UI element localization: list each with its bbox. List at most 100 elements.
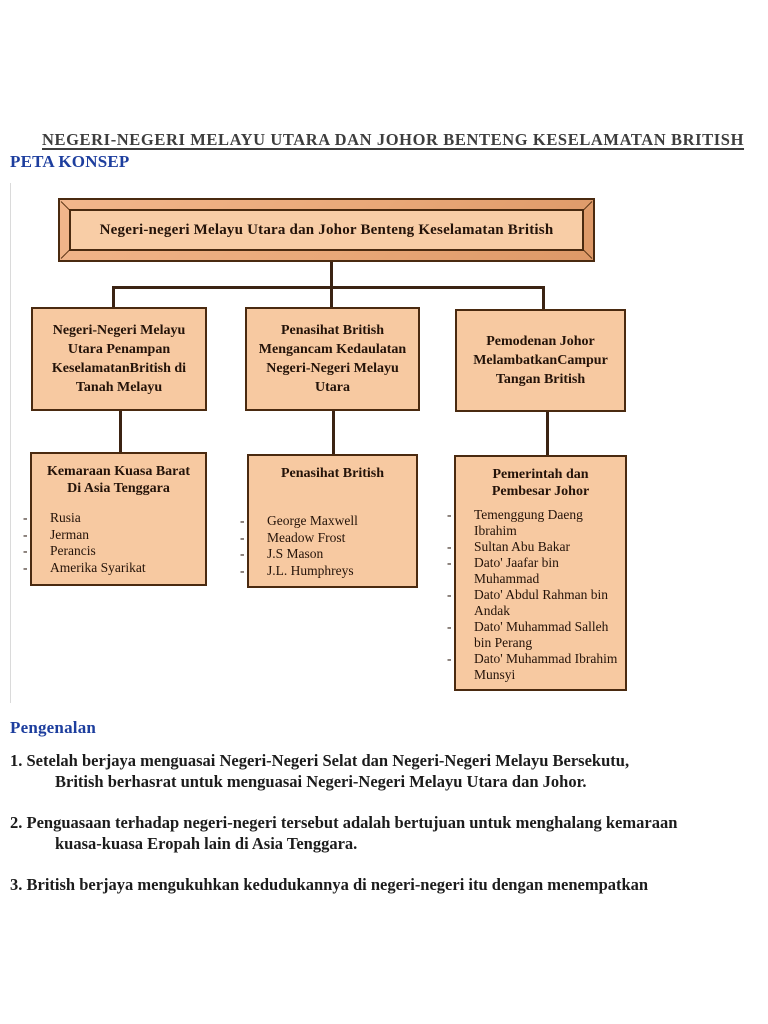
node-item-list: - George Maxwell - Meadow Frost - J.S Mason… <box>240 513 416 580</box>
diagram-node-pemerintah: Pemerintah dan Pembesar Johor - Temenggun… <box>447 455 627 691</box>
node-label-line: Penasihat British <box>280 323 385 338</box>
node-item-list: - Temenggung Daeng Ibrahim - Sultan Abu Ba… <box>447 507 625 683</box>
connector-drop-3 <box>542 286 545 309</box>
list-item-text: Dato' Jaafar bin Muhammad <box>474 555 559 586</box>
node-title: Pemerintah dan Pembesar Johor <box>456 457 625 500</box>
node-label-line: Tangan British <box>495 372 586 387</box>
paragraph-3: 3. British berjaya mengukuhkan kedudukan… <box>10 874 760 895</box>
list-item-text: Meadow Frost <box>267 529 346 545</box>
connector-mid-bottom-2 <box>332 411 335 454</box>
connector-horizontal <box>112 286 545 289</box>
list-item-text: J.S Mason <box>267 546 324 561</box>
diagram-node-penasihat: Penasihat British Mengancam Kedaulatan N… <box>245 307 420 411</box>
paragraph-2: 2. Penguasaan terhadap negeri-negeri ter… <box>10 812 760 854</box>
intro-heading: Pengenalan <box>10 718 97 737</box>
dash-marker: - <box>23 559 28 575</box>
list-item-text: Dato' Muhammad Salleh bin Perang <box>474 619 609 650</box>
node-label-line: KeselamatanBritish di <box>51 361 187 376</box>
canvas-left-edge <box>10 183 11 703</box>
list-item-text: J.L. Humphreys <box>267 562 354 578</box>
paragraph-1: 1. Setelah berjaya menguasai Negeri-Nege… <box>10 750 760 792</box>
diagram-node-pemodenan: Pemodenan Johor MelambatkanCampur Tangan… <box>455 309 626 412</box>
intro-paragraphs: 1. Setelah berjaya menguasai Negeri-Nege… <box>10 750 760 915</box>
list-item: - Temenggung Daeng Ibrahim <box>447 507 621 539</box>
list-item-text: Amerika Syarikat <box>50 559 146 575</box>
node-label: Penasihat British Mengancam Kedaulatan N… <box>259 321 406 397</box>
node-title-line: Di Asia Tenggara <box>67 481 170 496</box>
node-label-line: Mengancam Kedaulatan <box>258 342 407 357</box>
list-item: - Dato' Muhammad Salleh bin Perang <box>447 619 621 651</box>
list-item: -Rusia <box>23 510 201 527</box>
dash-marker: - <box>240 513 245 528</box>
list-item: - J.L. Humphreys <box>240 562 412 580</box>
paragraph-line: 1. Setelah berjaya menguasai Negeri-Nege… <box>10 750 760 771</box>
list-item-text: Sultan Abu Bakar <box>474 539 570 554</box>
list-item-text: Dato' Abdul Rahman bin Andak <box>474 587 609 618</box>
list-item-text: Perancis <box>50 543 96 558</box>
node-label: Negeri-Negeri Melayu Utara Penampan Kese… <box>52 321 186 397</box>
list-item: - Amerika Syarikat <box>23 559 201 577</box>
node-title-line: Kemaraan Kuasa Barat <box>46 464 191 479</box>
diagram-node-penampan: Negeri-Negeri Melayu Utara Penampan Kese… <box>31 307 207 411</box>
paragraph-line: 3. British berjaya mengukuhkan kedudukan… <box>10 874 760 895</box>
list-item: - Dato' Muhammad Ibrahim Munsyi <box>447 651 621 683</box>
paragraph-line: kuasa-kuasa Eropah lain di Asia Tenggara… <box>55 834 358 853</box>
dash-marker: - <box>23 526 28 542</box>
paragraph-line: British berhasrat untuk menguasai Negeri… <box>55 772 587 791</box>
diagram-root-node: Negeri-negeri Melayu Utara dan Johor Ben… <box>58 198 595 262</box>
diagram-node-kemaraan: Kemaraan Kuasa Barat Di Asia Tenggara -R… <box>23 452 207 586</box>
connector-root-drop <box>330 262 333 288</box>
node-label: Pemodenan Johor MelambatkanCampur Tangan… <box>473 332 608 389</box>
node-label-line: Negeri-Negeri Melayu <box>52 323 186 338</box>
dash-marker: - <box>447 555 452 570</box>
dash-marker: - <box>240 562 245 578</box>
node-item-list: -Rusia - Jerman - Perancis - Amerika Syarik… <box>23 510 205 577</box>
paragraph-text: Setelah berjaya menguasai Negeri-Negeri … <box>26 751 630 770</box>
node-label-line: Utara Penampan <box>67 342 171 357</box>
dash-marker: - <box>447 651 452 666</box>
list-item-text: Rusia <box>50 510 81 525</box>
node-label-line: Utara <box>314 380 350 395</box>
paragraph-number: 2. <box>10 813 23 832</box>
list-item: - Sultan Abu Bakar <box>447 539 621 555</box>
paragraph-text: Penguasaan terhadap negeri-negeri terseb… <box>26 813 678 832</box>
node-title-line: Penasihat British <box>280 466 385 481</box>
list-item-text: Temenggung Daeng Ibrahim <box>474 507 583 538</box>
list-item: - J.S Mason <box>240 546 412 563</box>
list-item: - Dato' Jaafar bin Muhammad <box>447 555 621 587</box>
dash-marker: - <box>447 587 452 602</box>
dash-marker: - <box>240 529 245 545</box>
node-label-line: Negeri-Negeri Melayu <box>266 361 399 376</box>
paragraph-line: 2. Penguasaan terhadap negeri-negeri ter… <box>10 812 760 833</box>
dash-marker: - <box>447 539 452 554</box>
diagram-root-label: Negeri-negeri Melayu Utara dan Johor Ben… <box>69 209 584 251</box>
node-title-line: Pemerintah dan <box>492 467 589 482</box>
connector-drop-1 <box>112 286 115 307</box>
dash-marker: - <box>447 507 452 522</box>
list-item-text: Jerman <box>50 526 89 542</box>
node-label-line: MelambatkanCampur <box>473 353 608 368</box>
list-item-text: George Maxwell <box>267 513 358 528</box>
connector-mid-bottom-1 <box>119 411 122 452</box>
list-item: - Perancis <box>23 543 201 560</box>
connector-drop-2 <box>330 286 333 307</box>
node-label-line: Tanah Melayu <box>75 380 163 395</box>
concept-map-heading: PETA KONSEP <box>10 152 130 171</box>
list-item-text: Dato' Muhammad Ibrahim Munsyi <box>474 651 618 682</box>
node-title-line: Pembesar Johor <box>491 484 590 499</box>
node-label-line: Pemodenan Johor <box>486 334 595 349</box>
dash-marker: - <box>447 619 452 634</box>
paragraph-number: 3. <box>10 875 23 894</box>
list-item: - Dato' Abdul Rahman bin Andak <box>447 587 621 619</box>
dash-marker: - <box>240 546 245 561</box>
connector-mid-bottom-3 <box>546 412 549 455</box>
diagram-node-penasihat-list: Penasihat British - George Maxwell - Meado… <box>240 454 418 588</box>
page-title: NEGERI-NEGERI MELAYU UTARA DAN JOHOR BEN… <box>42 130 745 149</box>
node-title: Kemaraan Kuasa Barat Di Asia Tenggara <box>32 454 205 497</box>
dash-marker: - <box>23 543 28 558</box>
paragraph-text: British berjaya mengukuhkan kedudukannya… <box>26 875 649 894</box>
list-item: - Jerman <box>23 526 201 544</box>
paragraph-number: 1. <box>10 751 23 770</box>
list-item: - George Maxwell <box>240 513 412 530</box>
